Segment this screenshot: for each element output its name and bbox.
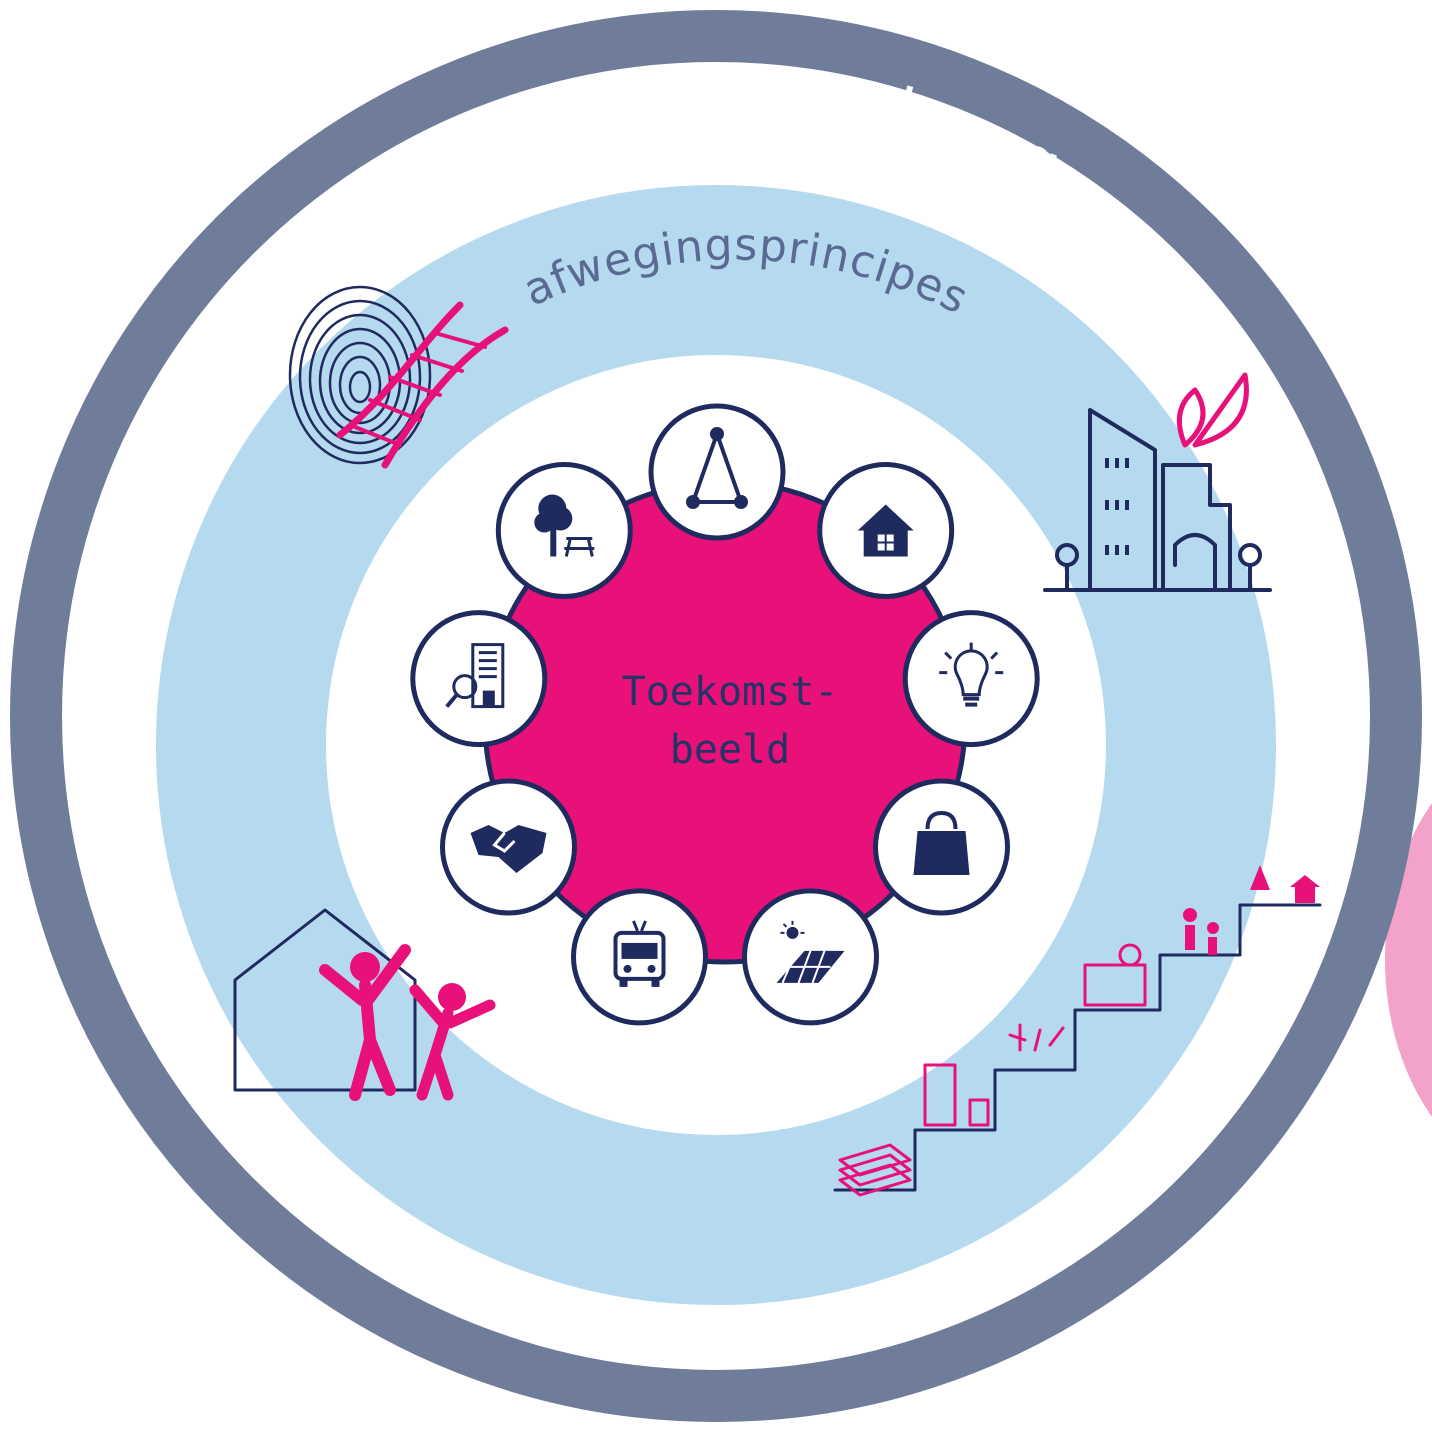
petal-tree-picnic-icon — [495, 462, 633, 599]
petal-solar-panel-icon — [742, 888, 879, 1026]
petal-circle — [410, 610, 548, 748]
lightbulb-icon — [939, 642, 1004, 707]
inner-ring — [156, 185, 1276, 1305]
house-icon — [857, 504, 914, 557]
petal-handshake-icon — [440, 778, 577, 916]
center-label-line1: Toekomst- — [622, 669, 839, 715]
handshake-icon — [470, 825, 547, 873]
outer-ring — [10, 10, 1422, 1422]
petal-network-triangle-icon — [648, 403, 786, 541]
petal-lightbulb-icon — [902, 610, 1040, 748]
petal-ring — [410, 403, 1040, 1026]
petal-house-icon — [817, 462, 955, 599]
center-label-line2: beeld — [670, 727, 790, 773]
petal-building-search-icon — [410, 610, 548, 748]
shopping-bag-icon — [913, 810, 970, 875]
petal-trolleybus-icon — [571, 888, 708, 1026]
petal-circle — [495, 462, 633, 599]
trolleybus-icon — [613, 920, 666, 987]
petal-circle — [648, 403, 786, 541]
building-search-icon — [445, 643, 505, 709]
petal-shopping-bag-icon — [873, 778, 1010, 916]
stairs-development-icon — [833, 865, 1322, 1197]
people-home-icon — [233, 908, 496, 1101]
petal-circle — [902, 610, 1040, 748]
green-city-icon — [1043, 372, 1272, 592]
fingerprint-dna-icon — [288, 285, 509, 469]
network-triangle-icon — [686, 427, 748, 509]
tree-picnic-icon — [534, 494, 595, 557]
solar-panel-icon — [776, 920, 845, 984]
